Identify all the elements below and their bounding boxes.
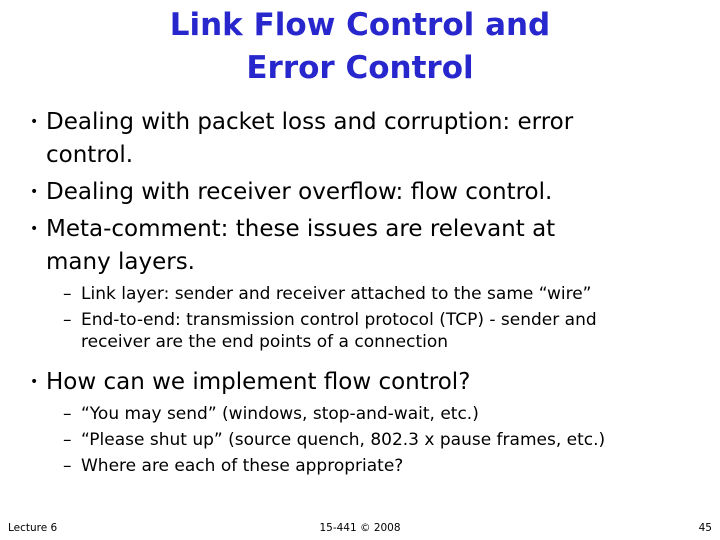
bullet-item-meta-comment: • Meta-comment: these issues are relevan…: [30, 213, 712, 279]
dash-icon: –: [63, 284, 72, 304]
bullet-text: How can we implement flow control?: [46, 369, 471, 395]
slide-footer: Lecture 6 15-441 © 2008 45: [8, 522, 712, 534]
footer-course-label: 15-441 © 2008: [319, 522, 401, 534]
dash-icon: –: [63, 456, 72, 476]
sub-bullet-text: “You may send” (windows, stop-and-wait, …: [81, 404, 479, 424]
slide-body: • Dealing with packet loss and corruptio…: [30, 102, 712, 477]
dash-icon: –: [63, 404, 72, 424]
sub-bullet-end-to-end: – End-to-end: transmission control proto…: [63, 309, 712, 353]
sub-bullet-text: receiver are the end points of a connect…: [81, 332, 449, 352]
footer-lecture-label: Lecture 6: [8, 522, 58, 534]
bullet-icon: •: [30, 114, 39, 130]
bullet-item-error-control: • Dealing with packet loss and corruptio…: [30, 106, 712, 172]
bullet-icon: •: [30, 184, 39, 200]
footer-page-number: 45: [698, 522, 712, 534]
bullet-item-flow-control: • Dealing with receiver overflow: flow c…: [30, 176, 712, 209]
bullet-text: Dealing with packet loss and corruption:…: [46, 109, 574, 135]
bullet-icon: •: [30, 221, 39, 237]
bullet-text: Dealing with receiver overflow: flow con…: [46, 179, 553, 205]
sub-bullet-text: Link layer: sender and receiver attached…: [81, 284, 592, 304]
bullet-text: control.: [46, 142, 134, 168]
sub-bullet-where-appropriate: – Where are each of these appropriate?: [63, 455, 712, 477]
slide-title: Link Flow Control and Error Control: [0, 4, 720, 90]
sub-bullet-text: Where are each of these appropriate?: [81, 456, 404, 476]
bullet-item-how-implement: • How can we implement flow control?: [30, 366, 712, 399]
sub-bullet-link-layer: – Link layer: sender and receiver attach…: [63, 283, 712, 305]
sub-bullet-text: End-to-end: transmission control protoco…: [81, 310, 597, 330]
sub-bullet-text: “Please shut up” (source quench, 802.3 x…: [81, 430, 606, 450]
dash-icon: –: [63, 430, 72, 450]
sub-bullet-please-shut-up: – “Please shut up” (source quench, 802.3…: [63, 429, 712, 451]
dash-icon: –: [63, 310, 72, 330]
title-line-1: Link Flow Control and: [169, 7, 551, 43]
bullet-text: Meta-comment: these issues are relevant …: [46, 216, 556, 242]
bullet-text: many layers.: [46, 249, 195, 275]
bullet-icon: •: [30, 374, 39, 390]
title-line-2: Error Control: [246, 50, 474, 86]
sub-bullet-you-may-send: – “You may send” (windows, stop-and-wait…: [63, 403, 712, 425]
